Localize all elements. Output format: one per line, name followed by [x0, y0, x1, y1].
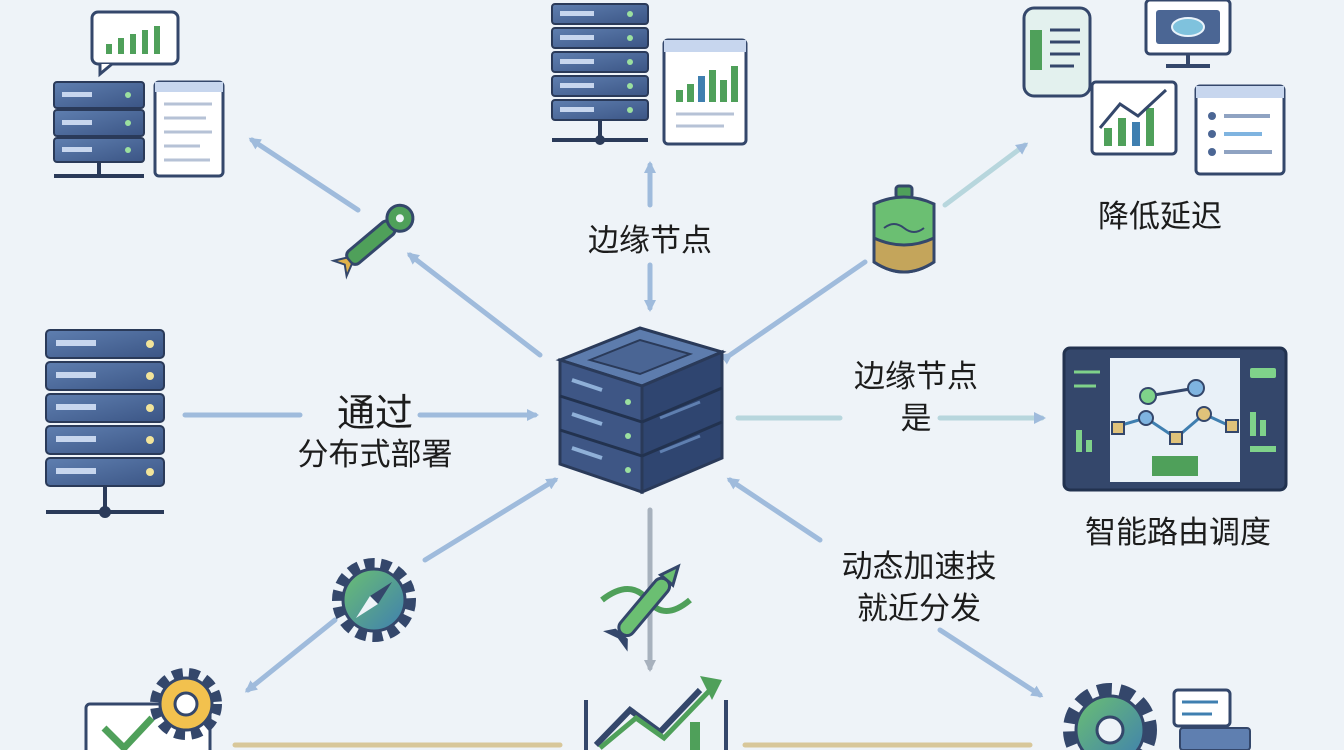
label-distributed-deploy: 通过 分布式部署: [270, 392, 480, 476]
arrow-to-top-left-server: [406, 252, 543, 358]
label-right-edge-node: 边缘节点 是: [826, 356, 1006, 440]
label-dynamic-accel: 动态加速技 就近分发: [814, 546, 1024, 630]
monitor-network-icon: [1062, 346, 1288, 492]
label-top-edge-node: 边缘节点: [570, 220, 730, 262]
rocket-icon: [600, 563, 692, 652]
growth-chart-icon: [584, 676, 728, 750]
wrench-icon: [330, 203, 415, 280]
arrow-bottom-left-in: [422, 477, 559, 563]
reduce-latency-text: 降低延迟: [1098, 199, 1222, 235]
arrow-bottom-right-in: [726, 477, 823, 543]
battery-icon: [872, 184, 936, 274]
arrow-bottom-left-out: [244, 617, 338, 693]
arrow-top-right-segment: [942, 142, 1029, 208]
arrow-to-battery: [720, 259, 868, 365]
compass-gear-icon: [332, 558, 416, 642]
right-edge-node-text: 边缘节点: [854, 359, 978, 395]
server-report-icon: [551, 3, 748, 146]
gear-check-icon: [84, 668, 222, 750]
via-text: 通过: [336, 391, 413, 435]
gear-sync-icon: [1063, 683, 1251, 750]
server-rack-icon: [45, 329, 165, 518]
dashboard-charts-icon: [1022, 0, 1286, 176]
right-is-text: 是: [900, 401, 932, 437]
arrow-top-left-segment: [248, 137, 361, 213]
smart-routing-text: 智能路由调度: [1085, 515, 1271, 551]
dynamic-accel-text: 动态加速技: [841, 549, 997, 585]
label-reduce-latency: 降低延迟: [1070, 196, 1250, 238]
distributed-deploy-text: 分布式部署: [297, 437, 453, 473]
nearby-distribution-text: 就近分发: [857, 591, 981, 627]
server-chart-icon: [53, 10, 225, 178]
central-server-icon: [555, 326, 727, 495]
top-edge-node-text: 边缘节点: [588, 223, 712, 259]
label-smart-routing: 智能路由调度: [1058, 512, 1298, 554]
arrow-bottom-right-out: [937, 627, 1044, 698]
